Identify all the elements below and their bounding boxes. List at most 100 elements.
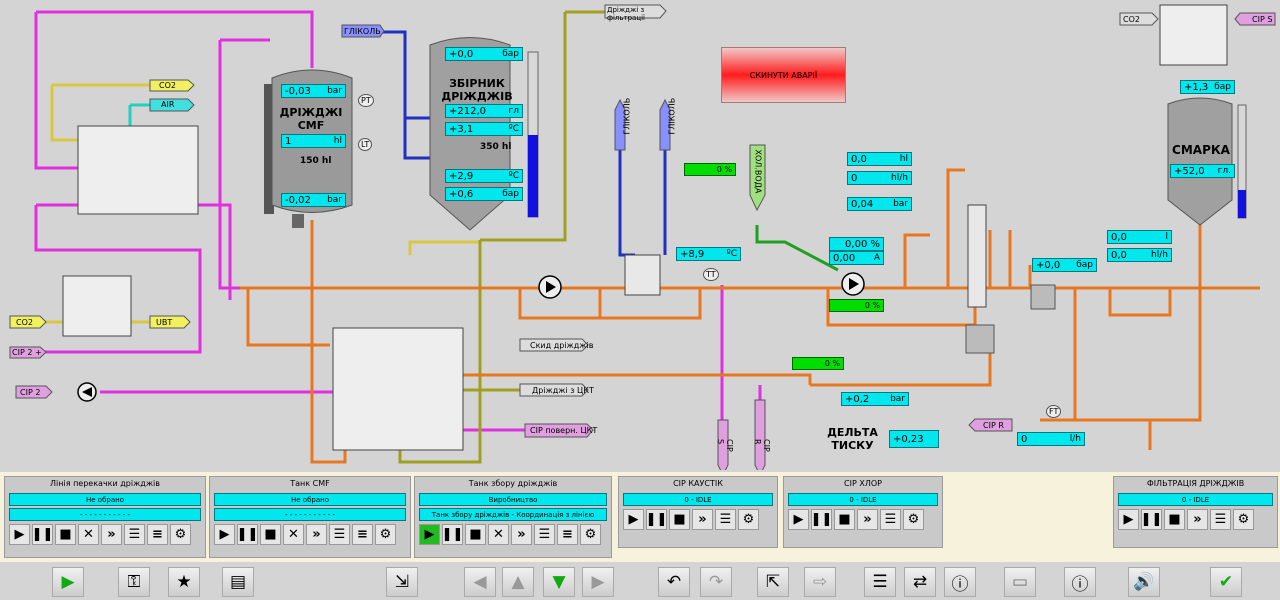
list-icon[interactable]: ≡: [352, 524, 373, 545]
panel-title: Лінія перекачки дріжджів: [50, 479, 160, 488]
key-icon[interactable]: ⚿: [118, 567, 150, 597]
tt-instrument[interactable]: TT: [703, 268, 719, 281]
panel-substatus: Танк збору дріжджів - Координація з ліні…: [419, 508, 607, 521]
play-icon[interactable]: ▶: [623, 509, 644, 530]
panel-title: CIP ХЛОР: [844, 479, 882, 488]
arrow-left-icon[interactable]: ◀: [464, 567, 496, 597]
panel-cip-caustic: CIP КАУСТІК 0 - IDLE ▶❚❚■»☰⚙: [618, 476, 778, 548]
skip-icon[interactable]: »: [857, 509, 878, 530]
ckt-label: Дріжджі з ЦКТ: [532, 386, 594, 395]
play-icon[interactable]: ▶: [788, 509, 809, 530]
pause-icon[interactable]: ❚❚: [1141, 509, 1162, 530]
forward-icon[interactable]: ⇨: [804, 567, 836, 597]
cancel-icon[interactable]: ✕: [488, 524, 509, 545]
list-icon[interactable]: ≡: [557, 524, 578, 545]
comment-icon[interactable]: ☰: [534, 524, 555, 545]
control-panel-bar: Лінія перекачки дріжджів Не обрано - - -…: [0, 472, 1280, 562]
panel-state: 0 - IDLE: [788, 493, 938, 506]
lt-instrument[interactable]: LT: [358, 138, 373, 151]
comment-icon[interactable]: ☰: [124, 524, 145, 545]
skip-icon[interactable]: »: [511, 524, 532, 545]
play-icon[interactable]: ▶: [214, 524, 235, 545]
valve-open-percent: 0 %: [684, 163, 736, 176]
co2-label: CO2: [159, 81, 176, 90]
pause-icon[interactable]: ❚❚: [811, 509, 832, 530]
ft-instrument[interactable]: FT: [1046, 405, 1062, 418]
glikol-label: ГЛІКОЛЬ: [667, 97, 677, 135]
recipe-icon[interactable]: ★: [168, 567, 200, 597]
arrow-right-icon[interactable]: ▶: [582, 567, 614, 597]
reset-alarms-button[interactable]: СКИНУТИ АВАРІЇ: [721, 47, 846, 103]
report-icon[interactable]: ▤: [222, 567, 254, 597]
play-icon[interactable]: ▶: [9, 524, 30, 545]
cip-s-label: CIP S: [716, 439, 734, 452]
settings-icon[interactable]: ⚙: [170, 524, 191, 545]
cancel-icon[interactable]: ✕: [78, 524, 99, 545]
stop-icon[interactable]: ■: [834, 509, 855, 530]
info-icon[interactable]: ⓘ: [944, 567, 976, 597]
stop-icon[interactable]: ■: [260, 524, 281, 545]
pause-icon[interactable]: ❚❚: [442, 524, 463, 545]
export-icon[interactable]: ⇱: [757, 567, 789, 597]
skip-icon[interactable]: »: [1187, 509, 1208, 530]
cip-r-label: CIP R: [983, 421, 1004, 430]
comment-icon[interactable]: ☰: [880, 509, 901, 530]
play-icon[interactable]: ▶: [1118, 509, 1139, 530]
arrow-up-icon[interactable]: ▲: [502, 567, 534, 597]
glikol-label: ГЛІКОЛЬ: [344, 27, 381, 36]
skip-icon[interactable]: »: [692, 509, 713, 530]
skip-icon[interactable]: »: [101, 524, 122, 545]
acknowledge-icon[interactable]: ✔: [1210, 567, 1242, 597]
settings-icon[interactable]: ⚙: [1233, 509, 1254, 530]
panel-substatus: - - - - - - - - - - -: [9, 508, 201, 521]
cip-r-label: CIP R: [753, 439, 771, 452]
monitor-icon[interactable]: ▭: [1004, 567, 1036, 597]
panel-line: Лінія перекачки дріжджів Не обрано - - -…: [4, 476, 206, 558]
stop-icon[interactable]: ■: [1164, 509, 1185, 530]
settings-icon[interactable]: ⚙: [580, 524, 601, 545]
cip2p-label: CIP 2 +: [12, 348, 42, 357]
comment-icon[interactable]: ☰: [329, 524, 350, 545]
skip-icon[interactable]: »: [306, 524, 327, 545]
stop-icon[interactable]: ■: [55, 524, 76, 545]
stop-icon[interactable]: ■: [465, 524, 486, 545]
cmf-title: ДРІЖДЖІ CMF: [279, 106, 343, 132]
pt-instrument[interactable]: PT: [358, 94, 374, 107]
arrow-down-icon[interactable]: ▼: [543, 567, 575, 597]
settings-icon[interactable]: ⚙: [375, 524, 396, 545]
pause-icon[interactable]: ❚❚: [646, 509, 667, 530]
list-icon[interactable]: ≡: [147, 524, 168, 545]
settings-icon[interactable]: ⚙: [738, 509, 759, 530]
cancel-icon[interactable]: ✕: [283, 524, 304, 545]
filtr-label: Дріжджі з фільтрації: [607, 6, 645, 22]
sound-icon[interactable]: 🔊: [1128, 567, 1160, 597]
panel-title: ФІЛЬТРАЦІЯ ДРІЖДЖІВ: [1146, 479, 1245, 488]
play-icon[interactable]: ▶: [419, 524, 440, 545]
info-panel-icon[interactable]: ⓘ: [1064, 567, 1096, 597]
panel-substatus: - - - - - - - - - - -: [214, 508, 406, 521]
comment-icon[interactable]: ☰: [715, 509, 736, 530]
settings-icon[interactable]: ⚙: [903, 509, 924, 530]
start-icon[interactable]: ▶: [52, 567, 84, 597]
list-icon[interactable]: ☰: [864, 567, 896, 597]
pause-icon[interactable]: ❚❚: [237, 524, 258, 545]
swap-icon[interactable]: ⇄: [904, 567, 936, 597]
undo-icon[interactable]: ↶: [658, 567, 690, 597]
comment-icon[interactable]: ☰: [1210, 509, 1231, 530]
redo-icon[interactable]: ↷: [700, 567, 732, 597]
pause-icon[interactable]: ❚❚: [32, 524, 53, 545]
panel-state: 0 - IDLE: [623, 493, 773, 506]
panel-cmf: Танк CMF Не обрано - - - - - - - - - - -…: [209, 476, 411, 558]
import-icon[interactable]: ⇲: [386, 567, 418, 597]
delta-label: ДЕЛЬТА ТИСКУ: [827, 426, 878, 452]
stop-icon[interactable]: ■: [669, 509, 690, 530]
